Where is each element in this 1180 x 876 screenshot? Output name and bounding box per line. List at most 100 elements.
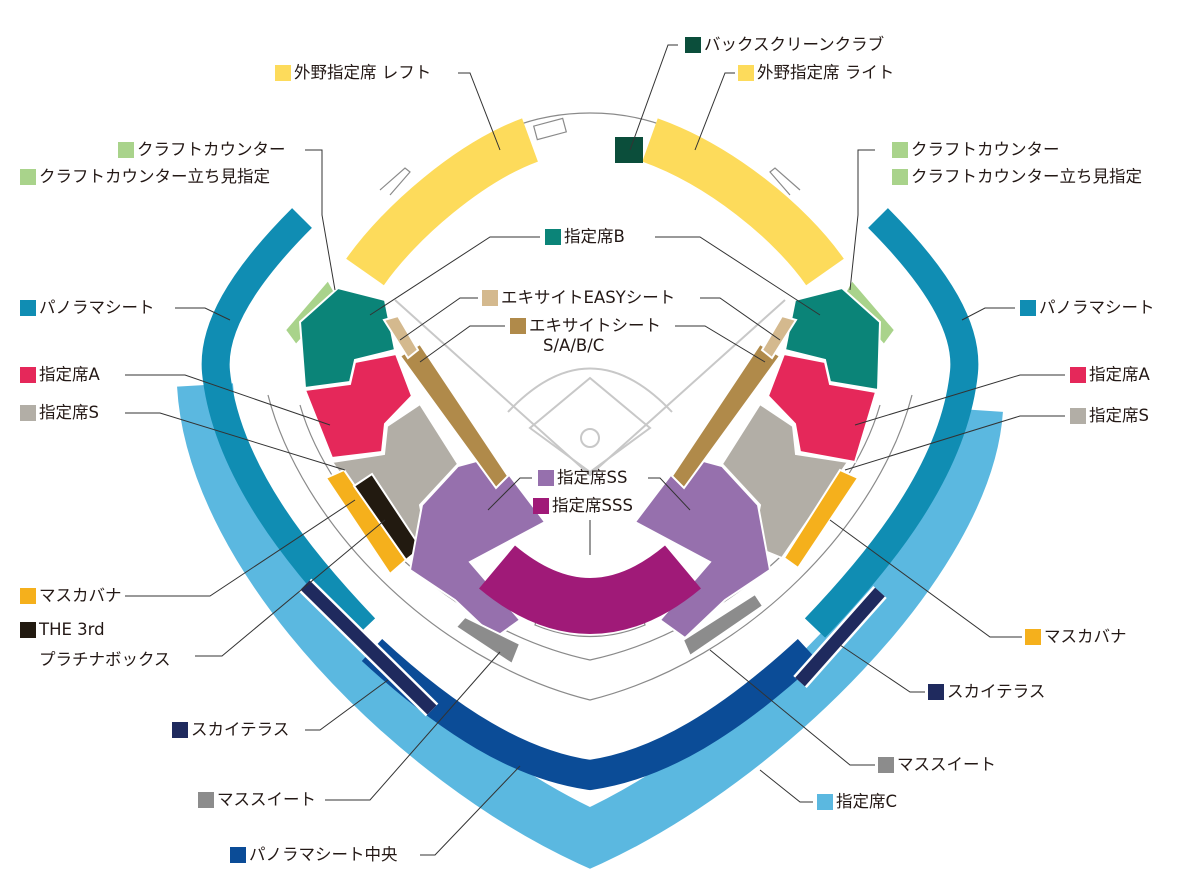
swatch xyxy=(1070,367,1086,384)
section-outfield-right[interactable] xyxy=(641,118,844,286)
swatch xyxy=(928,684,944,701)
legend-craft-standing-right: クラフトカウンター立ち見指定 xyxy=(892,167,1142,186)
legend-sky-terrace-left: スカイテラス xyxy=(172,720,290,739)
section-reserved-a-left[interactable] xyxy=(303,352,414,460)
section-easy-left[interactable] xyxy=(382,314,420,360)
section-easy-right[interactable] xyxy=(760,314,798,360)
swatch xyxy=(198,792,214,809)
legend-reserved-a-left: 指定席A xyxy=(20,366,100,384)
swatch xyxy=(1020,300,1036,317)
reserved-c-fill xyxy=(177,382,1003,869)
legend-reserved-b: 指定席B xyxy=(545,227,625,246)
swatch xyxy=(275,65,291,82)
legend-mass-suite-right: マススイート xyxy=(878,755,996,774)
swatch xyxy=(20,300,36,317)
legend-outfield-right: 外野指定席 ライト xyxy=(738,64,894,82)
swatch xyxy=(1070,408,1086,425)
legend-reserved-s-right: 指定席S xyxy=(1070,406,1149,425)
section-mass-suite-right[interactable] xyxy=(681,592,765,658)
swatch xyxy=(230,847,246,864)
label-text: 指定席SS xyxy=(557,468,628,487)
legend-reserved-c: 指定席C xyxy=(817,792,898,811)
label-text: 指定席S xyxy=(39,403,99,422)
label-text: 指定席S xyxy=(1089,406,1149,425)
section-mascabana-right[interactable] xyxy=(782,468,860,570)
swatch xyxy=(20,169,36,186)
exciting-seat-grades: S/A/B/C xyxy=(543,336,605,355)
section-reserved-b-right[interactable] xyxy=(783,286,882,392)
sky-terrace-left-fill xyxy=(300,580,437,715)
label-text: スカイテラス xyxy=(191,720,290,739)
swatch xyxy=(685,37,701,54)
label-text: バックスクリーンクラブ xyxy=(704,35,885,54)
label-text: パノラマシート xyxy=(1039,298,1155,317)
label-text: マススイート xyxy=(217,790,316,809)
legend-easy-seat: エキサイトEASYシート xyxy=(482,288,676,307)
legend-craft-counter-left: クラフトカウンター xyxy=(118,140,286,159)
label-text: 指定席C xyxy=(836,792,898,811)
swatch xyxy=(482,290,498,307)
swatch xyxy=(172,722,188,739)
swatch xyxy=(20,367,36,384)
legend-platinum-box: THE 3rd xyxy=(20,620,105,639)
legend-sky-terrace-right: スカイテラス xyxy=(928,682,1046,701)
swatch xyxy=(510,318,526,335)
section-panorama-right[interactable] xyxy=(804,208,979,638)
section-reserved-sss[interactable] xyxy=(479,545,701,634)
label-text: クラフトカウンター立ち見指定 xyxy=(39,167,270,186)
legend-craft-counter-right: クラフトカウンター xyxy=(892,140,1060,159)
leader-lines xyxy=(125,44,1065,856)
swatch xyxy=(118,142,134,159)
swatch xyxy=(817,794,833,811)
swatch xyxy=(892,169,908,186)
label-text: クラフトカウンター立ち見指定 xyxy=(911,167,1142,186)
baseball-field xyxy=(394,299,786,477)
swatch xyxy=(20,622,36,639)
legend-exciting-seat: エキサイトシート xyxy=(510,316,661,335)
section-panorama-left[interactable] xyxy=(201,208,376,638)
section-reserved-s-right[interactable] xyxy=(720,402,850,560)
label-text: パノラマシート xyxy=(39,298,155,317)
legend-panorama-right: パノラマシート xyxy=(1020,298,1155,317)
legend-panorama-center: パノラマシート中央 xyxy=(230,845,398,864)
label-text: エキサイトEASYシート xyxy=(501,288,676,307)
swatch xyxy=(20,405,36,422)
label-text: スカイテラス xyxy=(947,682,1046,701)
swatch xyxy=(878,757,894,774)
legend-mascabana-left: マスカバナ xyxy=(20,586,122,605)
label-text: マススイート xyxy=(897,755,996,774)
swatch xyxy=(892,142,908,159)
section-mass-suite-left[interactable] xyxy=(454,615,522,666)
legend-mass-suite-left: マススイート xyxy=(198,790,316,809)
label-text: 指定席SSS xyxy=(552,496,633,515)
legend-reserved-ss: 指定席SS xyxy=(538,468,628,487)
section-backscreen-club[interactable] xyxy=(615,137,643,163)
swatch xyxy=(738,65,754,82)
label-text: パノラマシート中央 xyxy=(249,845,398,864)
swatch xyxy=(1025,629,1041,646)
legend-reserved-s-left: 指定席S xyxy=(20,403,99,422)
label-text: 外野指定席 レフト xyxy=(294,63,432,82)
swatch xyxy=(533,498,549,515)
section-panorama-center[interactable] xyxy=(361,638,819,791)
label-text: 指定席A xyxy=(1089,365,1150,384)
section-reserved-b-left[interactable] xyxy=(298,286,397,390)
legend-craft-standing-left: クラフトカウンター立ち見指定 xyxy=(20,167,270,186)
label-text: THE 3rd xyxy=(39,620,105,639)
label-text: クラフトカウンター xyxy=(911,140,1060,159)
label-text: クラフトカウンター xyxy=(137,140,286,159)
legend-reserved-a-right: 指定席A xyxy=(1070,365,1150,384)
legend-panorama-left: パノラマシート xyxy=(20,298,155,317)
section-outfield-left[interactable] xyxy=(346,118,539,286)
label-text: エキサイトシート xyxy=(529,316,661,335)
platinum-box-line2: プラチナボックス xyxy=(39,650,171,669)
legend-mascabana-right: マスカバナ xyxy=(1025,628,1127,646)
swatch xyxy=(20,588,36,605)
label-text: マスカバナ xyxy=(39,586,122,605)
label-text: 指定席B xyxy=(564,227,625,246)
swatch xyxy=(538,470,554,487)
section-reserved-a-right[interactable] xyxy=(766,352,878,464)
sky-terrace-right-fill xyxy=(795,587,885,687)
